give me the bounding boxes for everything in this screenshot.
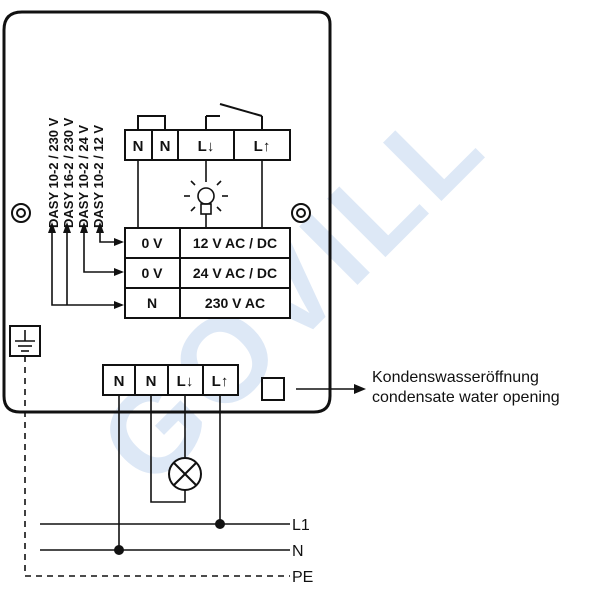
supply-table-cell: 0 V [141, 265, 163, 281]
line-label-l1: L1 [292, 517, 310, 534]
top-terminal-l-up: L↑ [254, 138, 271, 155]
top-terminal-l-down: L↓ [198, 138, 215, 155]
supply-label: DASY 10-2 / 12 V [91, 125, 106, 228]
bottom-terminal-block: N N L↓ L↑ [102, 364, 239, 396]
line-label-n: N [292, 543, 304, 560]
mounting-screw-left-icon [11, 203, 31, 223]
indicator-lamp-icon [184, 178, 228, 228]
top-terminal-block: N N L↓ L↑ [124, 129, 291, 161]
load-lamp-icon [168, 457, 202, 491]
switch-contact-icon [205, 103, 263, 130]
bottom-terminal-n1: N [114, 373, 125, 390]
housing-outline [2, 10, 332, 414]
supply-arrows [51, 232, 122, 306]
supply-table-cell: N [147, 295, 157, 311]
junction-dot [114, 545, 124, 555]
internal-wires [137, 160, 263, 228]
supply-table-cell: 0 V [141, 235, 163, 251]
bottom-terminal-l-down: L↓ [177, 373, 194, 390]
earth-ground-icon [9, 325, 41, 357]
top-terminal-n1: N [133, 138, 144, 155]
supply-labels: DASY 10-2 / 230 V DASY 16-2 / 230 V DASY… [46, 117, 106, 228]
condensate-arrowhead [354, 384, 366, 394]
supply-label: DASY 16-2 / 230 V [61, 117, 76, 228]
mounting-screw-right-icon [291, 203, 311, 223]
top-terminal-n2: N [160, 138, 171, 155]
supply-table-cell: 12 V AC / DC [193, 235, 277, 251]
line-label-pe: PE [292, 569, 313, 586]
supply-table-cell: 230 V AC [205, 295, 265, 311]
condensate-label-de: Kondenswasseröffnung [372, 369, 539, 386]
supply-label: DASY 10-2 / 24 V [76, 125, 91, 228]
supply-label: DASY 10-2 / 230 V [46, 117, 61, 228]
condensate-opening-icon [261, 377, 285, 401]
condensate-label-en: condensate water opening [372, 389, 560, 406]
supply-table-cell: 24 V AC / DC [193, 265, 277, 281]
supply-table: 0 V 12 V AC / DC 0 V 24 V AC / DC N 230 … [124, 227, 291, 319]
junction-dot [215, 519, 225, 529]
external-wiring [40, 395, 290, 551]
bottom-terminal-l-up: L↑ [212, 373, 229, 390]
neutral-bridge [137, 115, 166, 130]
arrowheads [48, 222, 124, 309]
bottom-terminal-n2: N [146, 373, 157, 390]
